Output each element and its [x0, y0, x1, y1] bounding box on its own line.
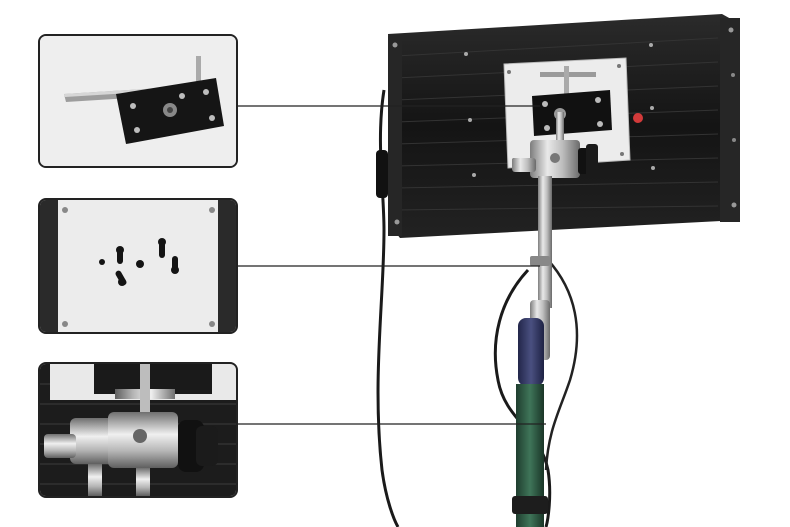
- inset-clamp-head: [38, 362, 238, 498]
- inset-bracket-rod: [38, 34, 238, 168]
- clamp-head: [512, 112, 598, 178]
- light-stand: [512, 176, 552, 527]
- cable-connector: [376, 150, 388, 198]
- panel-bracket: [532, 90, 612, 136]
- inset-mounting-plate: [38, 198, 238, 334]
- cable-loop: [493, 268, 552, 527]
